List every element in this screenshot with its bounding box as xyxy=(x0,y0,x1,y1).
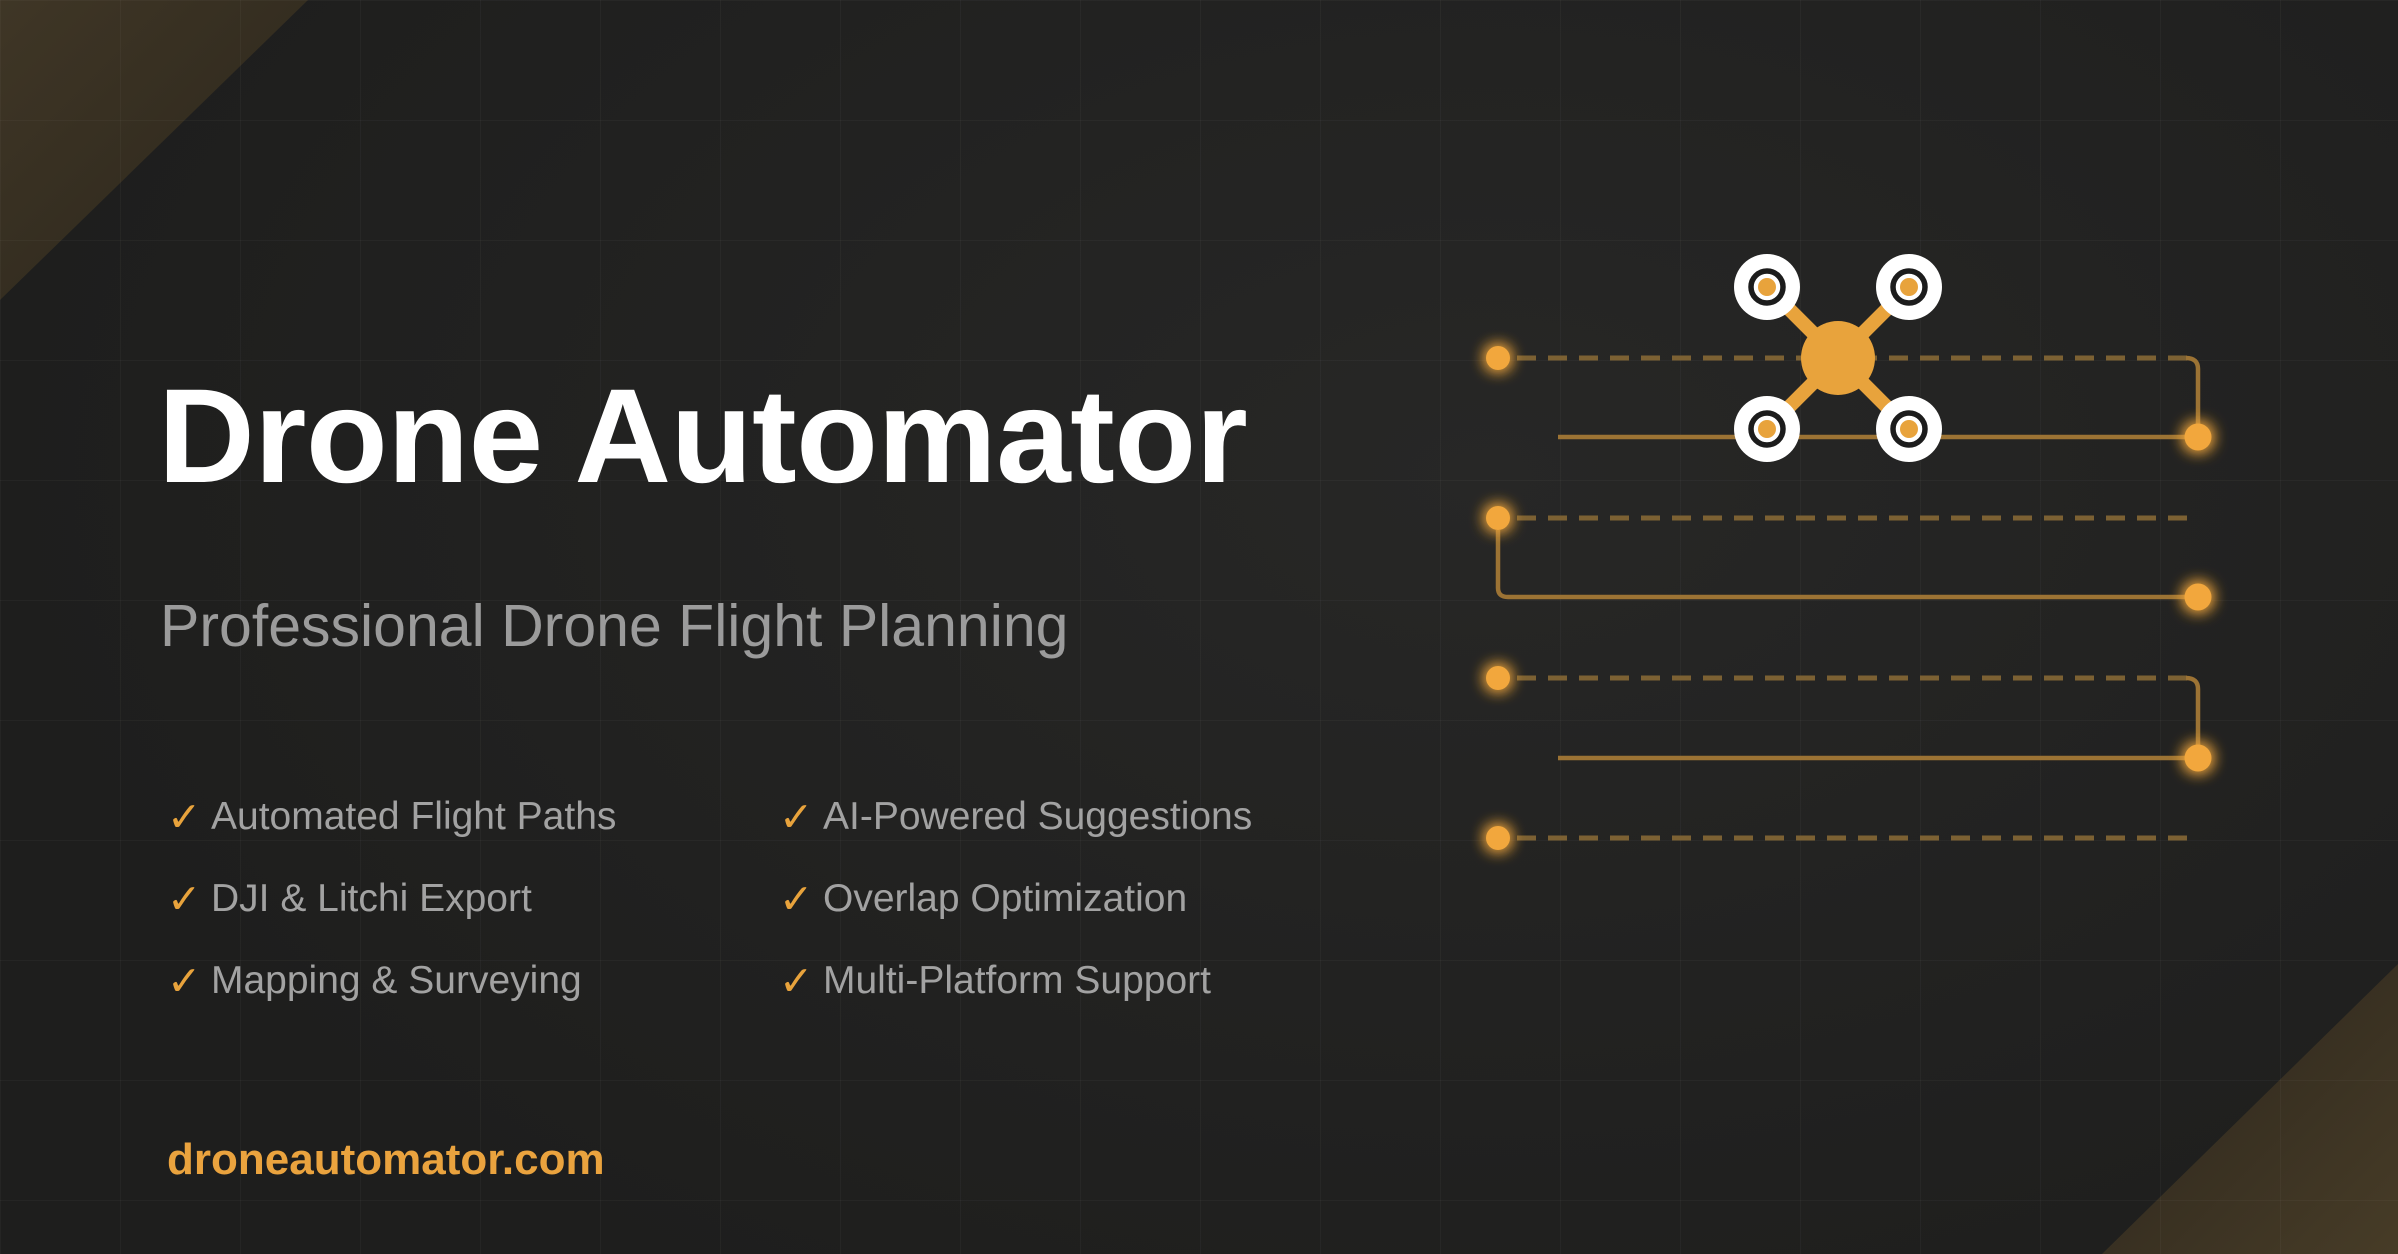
feature-item-label: DJI & Litchi Export xyxy=(211,877,532,920)
waypoint-dot xyxy=(1486,346,1510,370)
waypoint-dot xyxy=(2184,744,2212,772)
drone-rotor xyxy=(1734,396,1800,462)
drone-icon xyxy=(1734,254,1942,462)
feature-item: ✓ Overlap Optimization xyxy=(779,875,1252,922)
check-icon: ✓ xyxy=(167,793,202,840)
drone-rotor xyxy=(1734,254,1800,320)
feature-list: ✓ Automated Flight Paths ✓ AI-Powered Su… xyxy=(167,793,1253,1004)
waypoint-dot xyxy=(2184,423,2212,451)
flight-path-connector xyxy=(2185,355,2201,424)
feature-item-label: Automated Flight Paths xyxy=(211,795,617,838)
check-icon: ✓ xyxy=(779,875,814,922)
check-icon: ✓ xyxy=(167,875,202,922)
feature-item: ✓ Mapping & Surveying xyxy=(167,957,779,1004)
feature-item-label: AI-Powered Suggestions xyxy=(823,795,1253,838)
feature-item: ✓ AI-Powered Suggestions xyxy=(779,793,1253,840)
flight-path-solid-lines xyxy=(1495,355,2201,761)
check-icon: ✓ xyxy=(779,957,814,1004)
corner-accent-bottom-right xyxy=(2102,964,2398,1254)
waypoint-dot xyxy=(1486,506,1510,530)
flight-path-dashed-lines xyxy=(1517,355,2198,841)
waypoint-dots xyxy=(1486,346,2212,850)
feature-item: ✓ DJI & Litchi Export xyxy=(167,875,779,922)
website-link[interactable]: droneautomator.com xyxy=(167,1135,605,1184)
drone-rotor xyxy=(1876,254,1942,320)
check-icon: ✓ xyxy=(779,793,814,840)
feature-item: ✓ Multi-Platform Support xyxy=(779,957,1252,1004)
corner-accent-top-left xyxy=(0,0,308,300)
feature-item: ✓ Automated Flight Paths xyxy=(167,793,779,840)
flight-path-connector xyxy=(2185,675,2201,745)
page-subtitle: Professional Drone Flight Planning xyxy=(160,593,1069,659)
page-title: Drone Automator xyxy=(158,362,1248,511)
drone-flight-path-illustration xyxy=(1486,254,2212,850)
flight-path-solid-line xyxy=(1495,530,2185,600)
feature-item-label: Multi-Platform Support xyxy=(823,959,1211,1002)
waypoint-dot xyxy=(2184,583,2212,611)
feature-item-label: Overlap Optimization xyxy=(823,877,1188,920)
check-icon: ✓ xyxy=(167,957,202,1004)
feature-item-label: Mapping & Surveying xyxy=(211,959,582,1002)
drone-body xyxy=(1801,321,1875,395)
drone-rotor xyxy=(1876,396,1942,462)
waypoint-dot xyxy=(1486,666,1510,690)
waypoint-dot xyxy=(1486,826,1510,850)
